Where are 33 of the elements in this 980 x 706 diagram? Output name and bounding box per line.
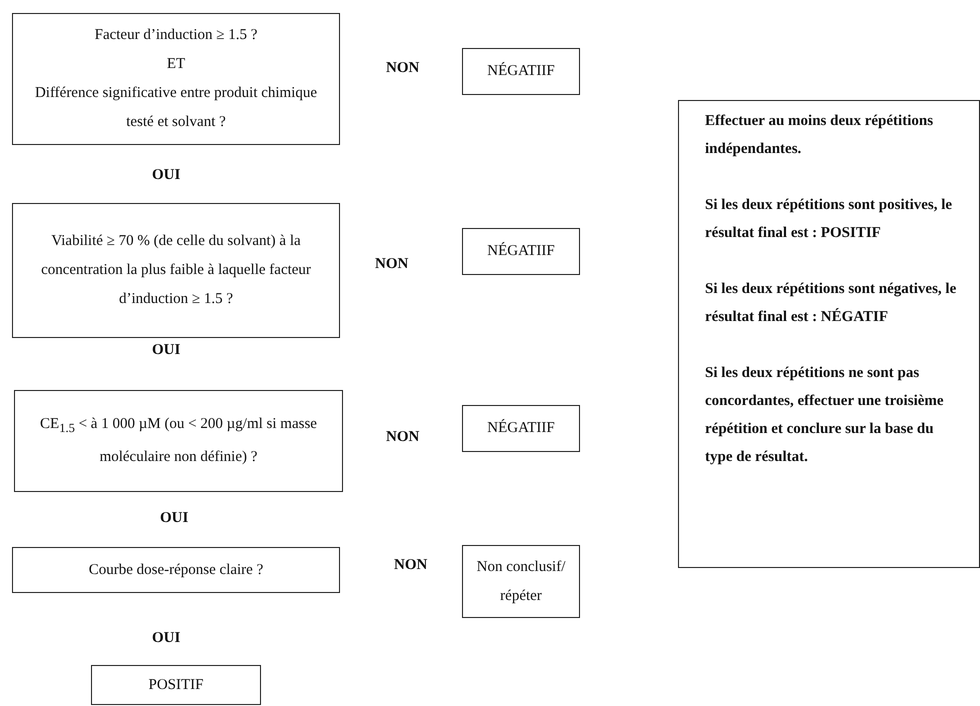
box-text: NÉGATIIF xyxy=(487,418,555,438)
box-text: Courbe dose-réponse claire ? xyxy=(88,560,264,580)
decision-box xyxy=(12,547,340,593)
result-box xyxy=(462,405,580,452)
box-text: Viabilité ≥ 70 % (de celle du solvant) à la concentration la plus faible à laquelle facteur d’induction ≥ 1.5 ? xyxy=(40,232,312,309)
branch-label: NON xyxy=(386,429,420,446)
decision-box xyxy=(12,13,340,145)
note-paragraph: Si les deux répétitions sont négatives, le résultat final est : NÉGATIF xyxy=(705,280,957,327)
branch-label: OUI xyxy=(152,342,180,359)
result-box xyxy=(91,665,261,705)
branch-label: NON xyxy=(386,60,420,77)
decision-box xyxy=(12,203,340,338)
box-text: Non conclusif/ répéter xyxy=(476,558,566,606)
box-text: ET xyxy=(166,55,186,74)
box-text: Différence significative entre produit chimique testé et solvant ? xyxy=(34,84,318,132)
box-text: NÉGATIIF xyxy=(487,241,555,261)
box-text: CE$_{1.5}$ < à 1 000 µM (ou < 200 µg/ml si masse moléculaire non définie) ? xyxy=(39,415,318,467)
decision-box xyxy=(14,390,343,492)
note-paragraph: Si les deux répétitions ne sont pas concordantes, effectuer une troisième répétition et conclure sur la base du type de résultat. xyxy=(705,364,945,467)
branch-label: OUI xyxy=(160,510,188,527)
branch-label: OUI xyxy=(152,630,180,647)
box-text: NÉGATIIF xyxy=(487,61,555,81)
note-box xyxy=(678,100,980,568)
note-paragraph: Effectuer au moins deux répétitions indépendantes. xyxy=(705,112,934,159)
branch-label: NON xyxy=(394,557,428,574)
result-box xyxy=(462,228,580,275)
result-box xyxy=(462,545,580,618)
box-text: POSITIF xyxy=(148,676,204,694)
note-paragraph: Si les deux répétitions sont positives, le résultat final est : POSITIF xyxy=(705,196,954,243)
branch-label: NON xyxy=(375,256,408,273)
branch-label: OUI xyxy=(152,167,180,184)
result-box xyxy=(462,48,580,95)
box-text: Facteur d’induction ≥ 1.5 ? xyxy=(94,26,258,45)
